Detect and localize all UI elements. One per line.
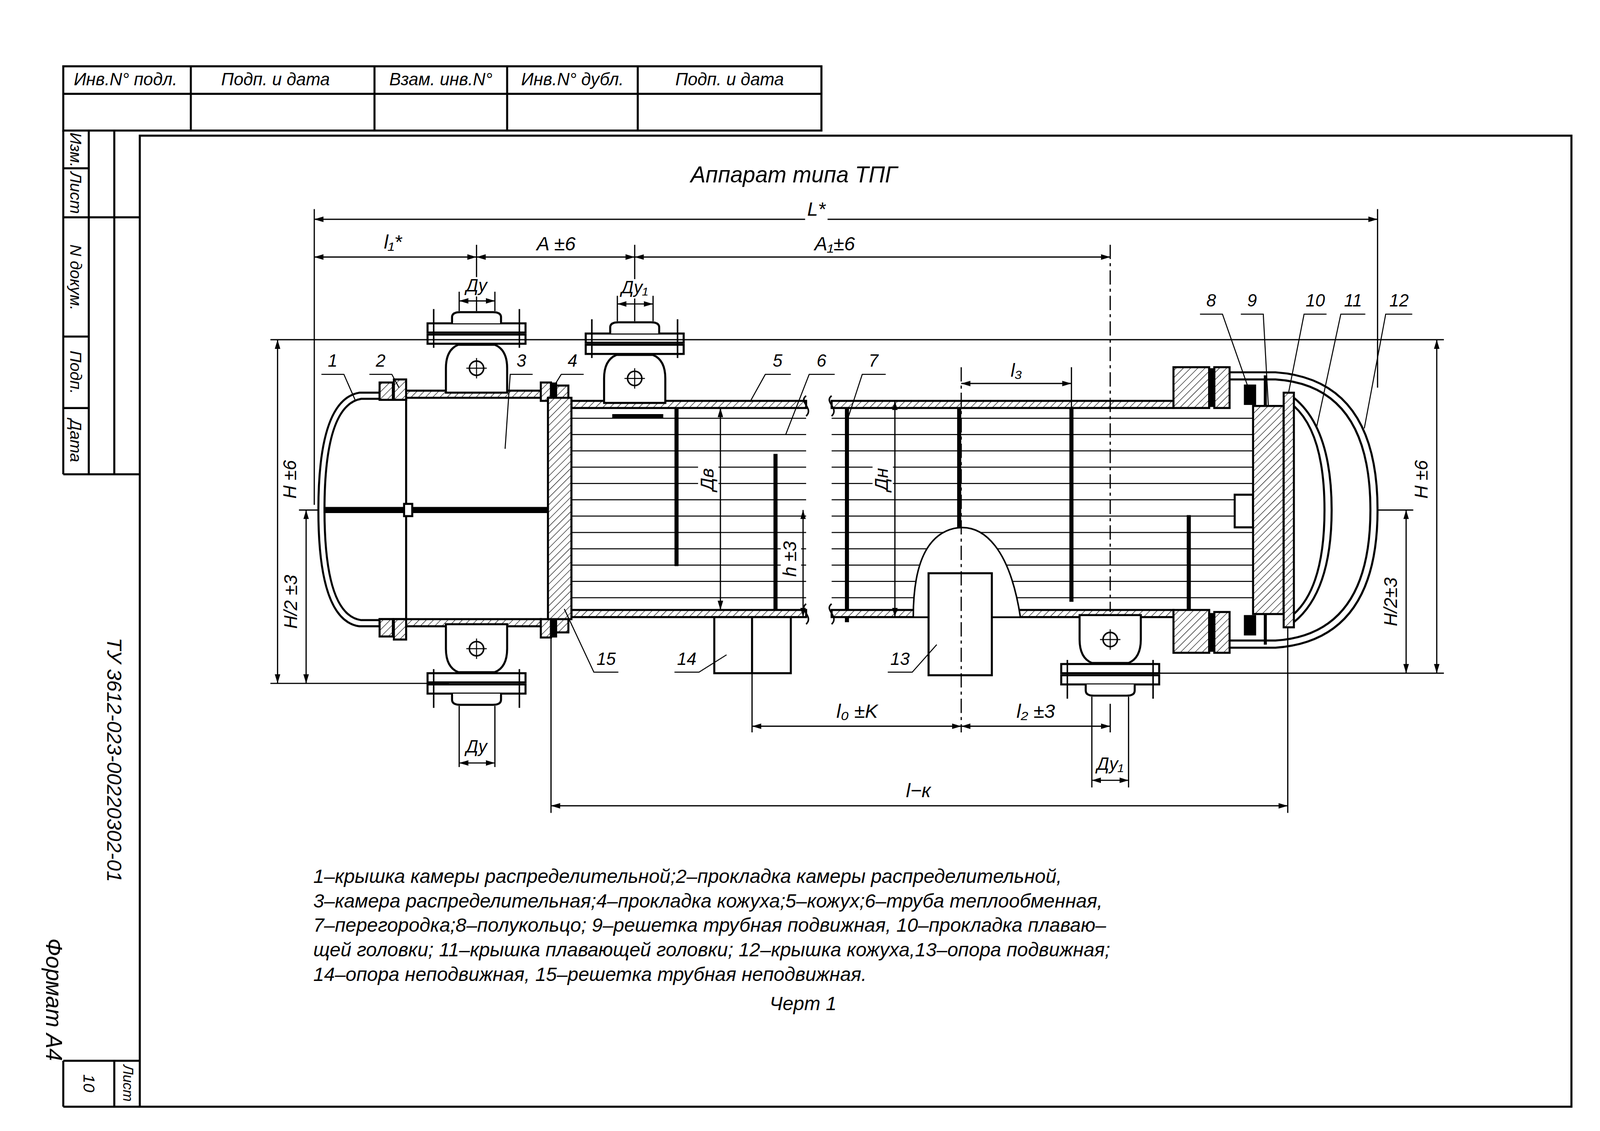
callout-number: 12: [1389, 292, 1409, 312]
parts-list-line: 14–опора неподвижная, 15–решетка трубная…: [313, 964, 867, 987]
callout-number: 3: [516, 352, 527, 372]
drawing-title: Аппарат типа ТПГ: [690, 163, 898, 188]
callout-number: 13: [890, 650, 910, 670]
callout-number: 15: [596, 650, 616, 670]
stamp-cell: Подп. и дата: [675, 71, 784, 91]
stamp-cell: Подп.: [66, 350, 85, 395]
parts-list-line: 1–крышка камеры распределительной;2–прок…: [313, 866, 1063, 889]
parts-list-line: щей головки; 11–крышка плавающей головки…: [313, 940, 1111, 962]
stamp-cell: Изм.: [66, 132, 85, 168]
leader-lines: [321, 314, 1413, 673]
dimension: l₂ ±3: [1014, 701, 1057, 724]
dimension: H/2±3: [1381, 575, 1402, 629]
figure-caption: Черт 1: [769, 994, 837, 1017]
callout-number: 5: [772, 352, 783, 372]
dimension: Ду₁: [619, 279, 651, 299]
sheet-number: 10: [79, 1074, 98, 1093]
document-code: ТУ 3612-023-00220302-01: [103, 637, 126, 883]
dimension-lines: [270, 209, 1444, 814]
dimension: H ±6: [280, 458, 301, 501]
stamp-cell: Инв.N° дубл.: [521, 71, 624, 91]
callout-number: 1: [328, 352, 338, 372]
dimension: L*: [805, 199, 828, 221]
dimension: Дн: [872, 465, 893, 493]
sheet-format: Формат А4: [40, 938, 66, 1062]
dimension: Ду: [463, 738, 490, 758]
dimension: H ±6: [1412, 458, 1433, 501]
dimension: Ду: [463, 277, 490, 297]
callout-number: 14: [677, 650, 697, 670]
dimension: l₀ ±K: [834, 701, 881, 724]
sheet-frame: [63, 66, 1572, 1107]
parts-list-line: 3–камера распределительная;4–прокладка к…: [313, 891, 1103, 913]
callout-number: 4: [567, 352, 578, 372]
dimension: l₃: [1008, 361, 1025, 382]
dimension: A₁±6: [812, 234, 858, 256]
stamp-cell: N докум.: [66, 244, 85, 311]
callout-number: 2: [375, 352, 386, 372]
stamp-cell: Лист: [66, 171, 85, 214]
dimension: A ±6: [534, 234, 578, 256]
callout-number: 7: [868, 352, 879, 372]
stamp-cell: Дата: [66, 419, 85, 463]
parts-list-line: 7–перегородка;8–полукольцо; 9–решетка тр…: [313, 915, 1107, 938]
stamp-cell: Подп. и дата: [221, 71, 330, 91]
callout-number: 11: [1344, 292, 1362, 312]
dimension: l₁*: [381, 232, 404, 254]
dimension: h ±3: [780, 539, 801, 579]
dimension: H/2 ±3: [281, 573, 303, 631]
stamp-cell: Лист: [119, 1065, 136, 1103]
callout-number: 9: [1247, 292, 1257, 312]
callout-number: 8: [1206, 292, 1216, 312]
dimension: l−к: [903, 781, 933, 803]
dimension: Дв: [698, 466, 719, 493]
callout-number: 6: [816, 352, 827, 372]
stamp-cell: Инв.N° подл.: [73, 71, 178, 91]
dimension: Ду₁: [1094, 755, 1126, 776]
callout-number: 10: [1305, 292, 1325, 312]
stamp-cell: Взам. инв.N°: [389, 71, 493, 91]
vessel-body: [318, 309, 1378, 709]
